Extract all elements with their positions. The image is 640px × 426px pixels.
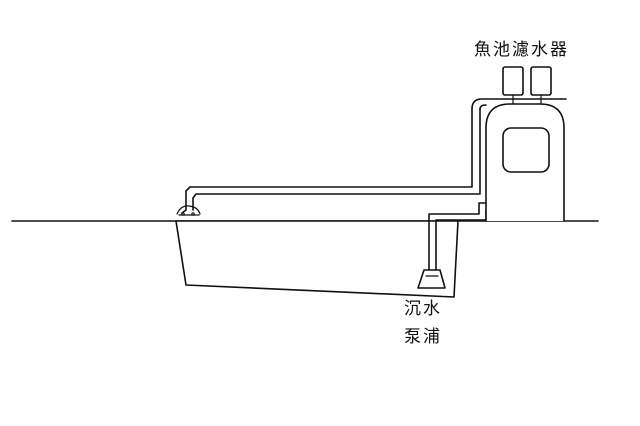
filter-cartridge-right <box>530 66 552 105</box>
filter-unit <box>471 98 567 222</box>
filter-window <box>502 127 550 173</box>
filter-label: 魚池濾水器 <box>474 40 569 60</box>
pump-label-line1: 沉水 <box>404 299 442 319</box>
submersible-pump <box>417 269 446 289</box>
pump-label-line2: 泵浦 <box>404 327 442 347</box>
filter-top-pipe <box>471 98 567 110</box>
pond-basin <box>175 220 459 298</box>
filter-cartridge-left <box>502 66 524 105</box>
return-pipe-inner <box>192 108 481 211</box>
return-pipe <box>181 108 473 214</box>
outlet-fitting <box>176 205 201 216</box>
supply-pipe <box>428 202 491 271</box>
